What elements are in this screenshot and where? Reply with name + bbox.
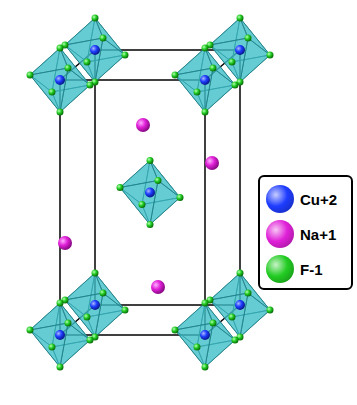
f-atom <box>202 109 209 116</box>
cell-edge <box>239 50 241 305</box>
cu-atom <box>145 188 155 198</box>
f-atom <box>210 65 217 72</box>
f-atom <box>232 337 239 344</box>
f-atom <box>27 72 34 79</box>
octahedron-face <box>175 68 213 112</box>
f-atom <box>92 15 99 22</box>
legend-swatch <box>266 220 294 248</box>
cu-atom <box>55 330 65 340</box>
f-atom <box>267 307 274 314</box>
f-atom <box>245 35 252 42</box>
f-atom <box>177 194 184 201</box>
cu-atom <box>235 300 245 310</box>
cu-atom <box>200 330 210 340</box>
f-atom <box>210 320 217 327</box>
f-atom <box>65 65 72 72</box>
f-atom <box>232 82 239 89</box>
legend-entry: Na+1 <box>266 218 336 250</box>
f-atom <box>84 314 91 321</box>
na-atom <box>136 118 150 132</box>
f-atom <box>237 270 244 277</box>
legend-box: Cu+2Na+1F-1 <box>258 175 353 290</box>
f-atom <box>100 290 107 297</box>
f-atom <box>139 201 146 208</box>
f-atom <box>57 45 64 52</box>
cell-edge <box>59 80 61 335</box>
f-atom <box>117 184 124 191</box>
cell-edge <box>204 80 206 335</box>
f-atom <box>122 307 129 314</box>
cell-edge <box>94 50 96 305</box>
f-atom <box>202 300 209 307</box>
f-atom <box>84 59 91 66</box>
f-atom <box>27 327 34 334</box>
f-atom <box>194 344 201 351</box>
back-atoms <box>62 15 274 341</box>
octahedron-face <box>30 323 68 367</box>
f-atom <box>87 82 94 89</box>
f-atom <box>202 364 209 371</box>
f-atom <box>49 344 56 351</box>
na-atom <box>58 236 72 250</box>
f-atom <box>57 109 64 116</box>
unit-cell <box>60 50 240 335</box>
f-atom <box>100 35 107 42</box>
cu-atom <box>235 45 245 55</box>
legend-label: Na+1 <box>300 226 336 243</box>
legend-entry: F-1 <box>266 253 323 285</box>
f-atom <box>267 52 274 59</box>
f-atom <box>155 177 162 184</box>
legend-swatch <box>266 255 294 283</box>
octahedron-face <box>30 68 68 112</box>
octahedron-face <box>175 323 213 367</box>
f-atom <box>229 314 236 321</box>
na-atom <box>151 280 165 294</box>
f-atom <box>57 300 64 307</box>
cu-atom <box>55 75 65 85</box>
f-atom <box>122 52 129 59</box>
cu-atom <box>90 45 100 55</box>
cuf6-octahedron <box>172 45 239 116</box>
f-atom <box>237 15 244 22</box>
f-atom <box>92 270 99 277</box>
cu-atom <box>200 75 210 85</box>
f-atom <box>172 327 179 334</box>
f-atom <box>229 59 236 66</box>
middle-atoms <box>58 118 219 294</box>
f-atom <box>57 364 64 371</box>
na-atom <box>205 156 219 170</box>
legend-entry: Cu+2 <box>266 183 337 215</box>
octahedron-face <box>120 181 158 225</box>
cu-atom <box>90 300 100 310</box>
cuf6-octahedron <box>117 157 184 228</box>
cuf6-octahedron <box>27 45 94 116</box>
f-atom <box>65 320 72 327</box>
legend-swatch <box>266 185 294 213</box>
legend-label: F-1 <box>300 261 323 278</box>
legend-label: Cu+2 <box>300 191 337 208</box>
f-atom <box>147 221 154 228</box>
f-atom <box>172 72 179 79</box>
f-atom <box>49 89 56 96</box>
front-atoms <box>27 45 239 371</box>
f-atom <box>194 89 201 96</box>
f-atom <box>245 290 252 297</box>
f-atom <box>147 157 154 164</box>
f-atom <box>87 337 94 344</box>
f-atom <box>202 45 209 52</box>
cuf6-octahedron <box>172 300 239 371</box>
cuf6-octahedron <box>27 300 94 371</box>
